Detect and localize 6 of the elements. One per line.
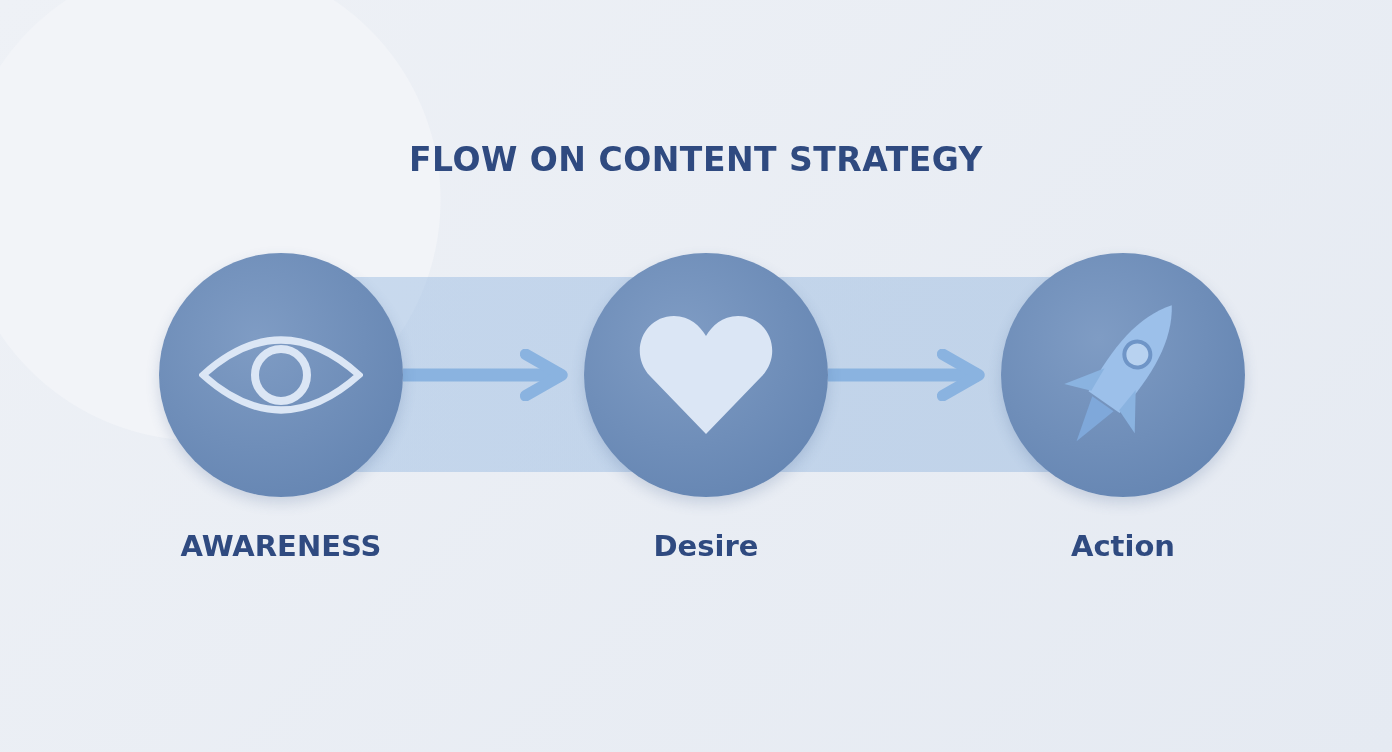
- stage-label: Action: [1071, 529, 1175, 563]
- stage-label: AWARENESS: [180, 529, 382, 563]
- arrow: [403, 348, 568, 402]
- title: FLOW ON CONTENT STRATEGY: [408, 140, 984, 179]
- arrow: [828, 348, 985, 402]
- stage-label: Desire: [653, 529, 759, 563]
